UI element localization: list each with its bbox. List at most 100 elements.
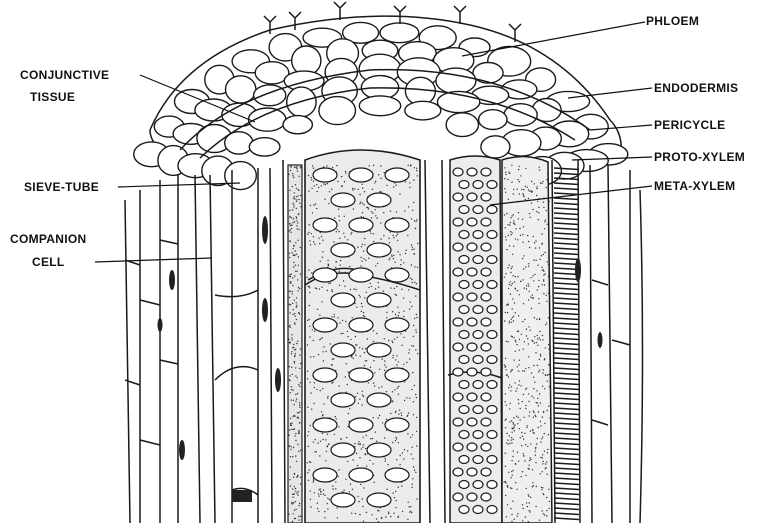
stipple-dot [308, 190, 309, 191]
stipple-dot [355, 396, 356, 397]
stipple-dot [292, 303, 293, 304]
stipple-dot [522, 370, 523, 371]
stipple-dot [309, 461, 310, 462]
stipple-dot [516, 416, 517, 417]
stipple-dot [535, 415, 536, 416]
stipple-dot [509, 224, 510, 225]
stipple-dot [296, 196, 297, 197]
stipple-dot [525, 186, 526, 187]
stipple-dot [300, 450, 301, 451]
stipple-dot [537, 201, 538, 202]
stipple-dot [410, 278, 411, 279]
vessel-pit [467, 468, 477, 476]
stipple-dot [362, 203, 363, 204]
phloem-tissue [195, 160, 285, 523]
stipple-dot [370, 283, 371, 284]
vessel-pit [331, 393, 355, 407]
stipple-dot [548, 257, 549, 258]
stipple-dot [324, 199, 325, 200]
stipple-dot [415, 349, 416, 350]
stipple-dot [504, 366, 505, 367]
stipple-dot [507, 224, 508, 225]
stipple-dot [295, 265, 296, 266]
stipple-dot [513, 450, 514, 451]
stipple-dot [519, 350, 520, 351]
stipple-dot [299, 422, 300, 423]
stipple-dot [316, 288, 317, 289]
stipple-dot [334, 314, 335, 315]
stipple-dot [292, 488, 293, 489]
stipple-dot [299, 386, 300, 387]
vessel-pit [331, 493, 355, 507]
metaxylem-vessel-second [448, 156, 502, 523]
vessel-pit [313, 168, 337, 182]
stipple-dot [395, 500, 396, 501]
stipple-dot [362, 212, 363, 213]
stipple-dot [403, 458, 404, 459]
stipple-dot [289, 366, 290, 367]
stipple-dot [548, 264, 549, 265]
stipple-dot [338, 209, 339, 210]
stipple-dot [528, 343, 529, 344]
stipple-dot [309, 305, 310, 306]
stipple-dot [306, 277, 307, 278]
stipple-dot [505, 369, 506, 370]
stipple-dot [381, 386, 382, 387]
stipple-dot [514, 426, 515, 427]
stipple-dot [403, 316, 404, 317]
stipple-dot [325, 351, 326, 352]
annular-thickening [554, 468, 579, 470]
stipple-dot [514, 302, 515, 303]
stipple-dot [519, 193, 520, 194]
stipple-dot [313, 204, 314, 205]
vessel-pit [367, 393, 391, 407]
stipple-dot [342, 333, 343, 334]
vessel-pit [487, 356, 497, 364]
stipple-dot [362, 244, 363, 245]
stipple-dot [393, 493, 394, 494]
stipple-dot [345, 272, 346, 273]
stipple-dot [307, 435, 308, 436]
stipple-dot [505, 393, 506, 394]
stipple-dot [539, 169, 540, 170]
vessel-pit [473, 281, 483, 289]
stipple-dot [291, 351, 292, 352]
stipple-dot [384, 437, 385, 438]
stipple-dot [298, 384, 299, 385]
stipple-dot [528, 496, 529, 497]
stipple-dot [300, 483, 301, 484]
stipple-dot [297, 171, 298, 172]
stipple-dot [522, 504, 523, 505]
stipple-dot [329, 499, 330, 500]
stipple-dot [323, 346, 324, 347]
stipple-dot [373, 360, 374, 361]
stipple-dot [289, 230, 290, 231]
stipple-dot [308, 175, 309, 176]
stipple-dot [517, 189, 518, 190]
stipple-dot [531, 202, 532, 203]
stipple-dot [414, 469, 415, 470]
stipple-dot [525, 389, 526, 390]
stipple-dot [543, 293, 544, 294]
stipple-dot [335, 481, 336, 482]
stipple-dot [322, 257, 323, 258]
stipple-dot [530, 296, 531, 297]
stipple-dot [511, 420, 512, 421]
stipple-dot [510, 508, 511, 509]
stipple-dot [514, 519, 515, 520]
stipple-dot [507, 440, 508, 441]
vessel-pit [481, 393, 491, 401]
stipple-dot [310, 490, 311, 491]
stipple-dot [360, 202, 361, 203]
vessel-pit [453, 468, 463, 476]
vessel-pit [487, 431, 497, 439]
stipple-dot [300, 206, 301, 207]
annular-thickening [554, 513, 579, 515]
stipple-dot [317, 442, 318, 443]
annular-thickening [554, 243, 579, 245]
stipple-dot [523, 268, 524, 269]
stipple-dot [527, 187, 528, 188]
stipple-dot [506, 418, 507, 419]
stipple-dot [396, 364, 397, 365]
stipple-dot [511, 369, 512, 370]
